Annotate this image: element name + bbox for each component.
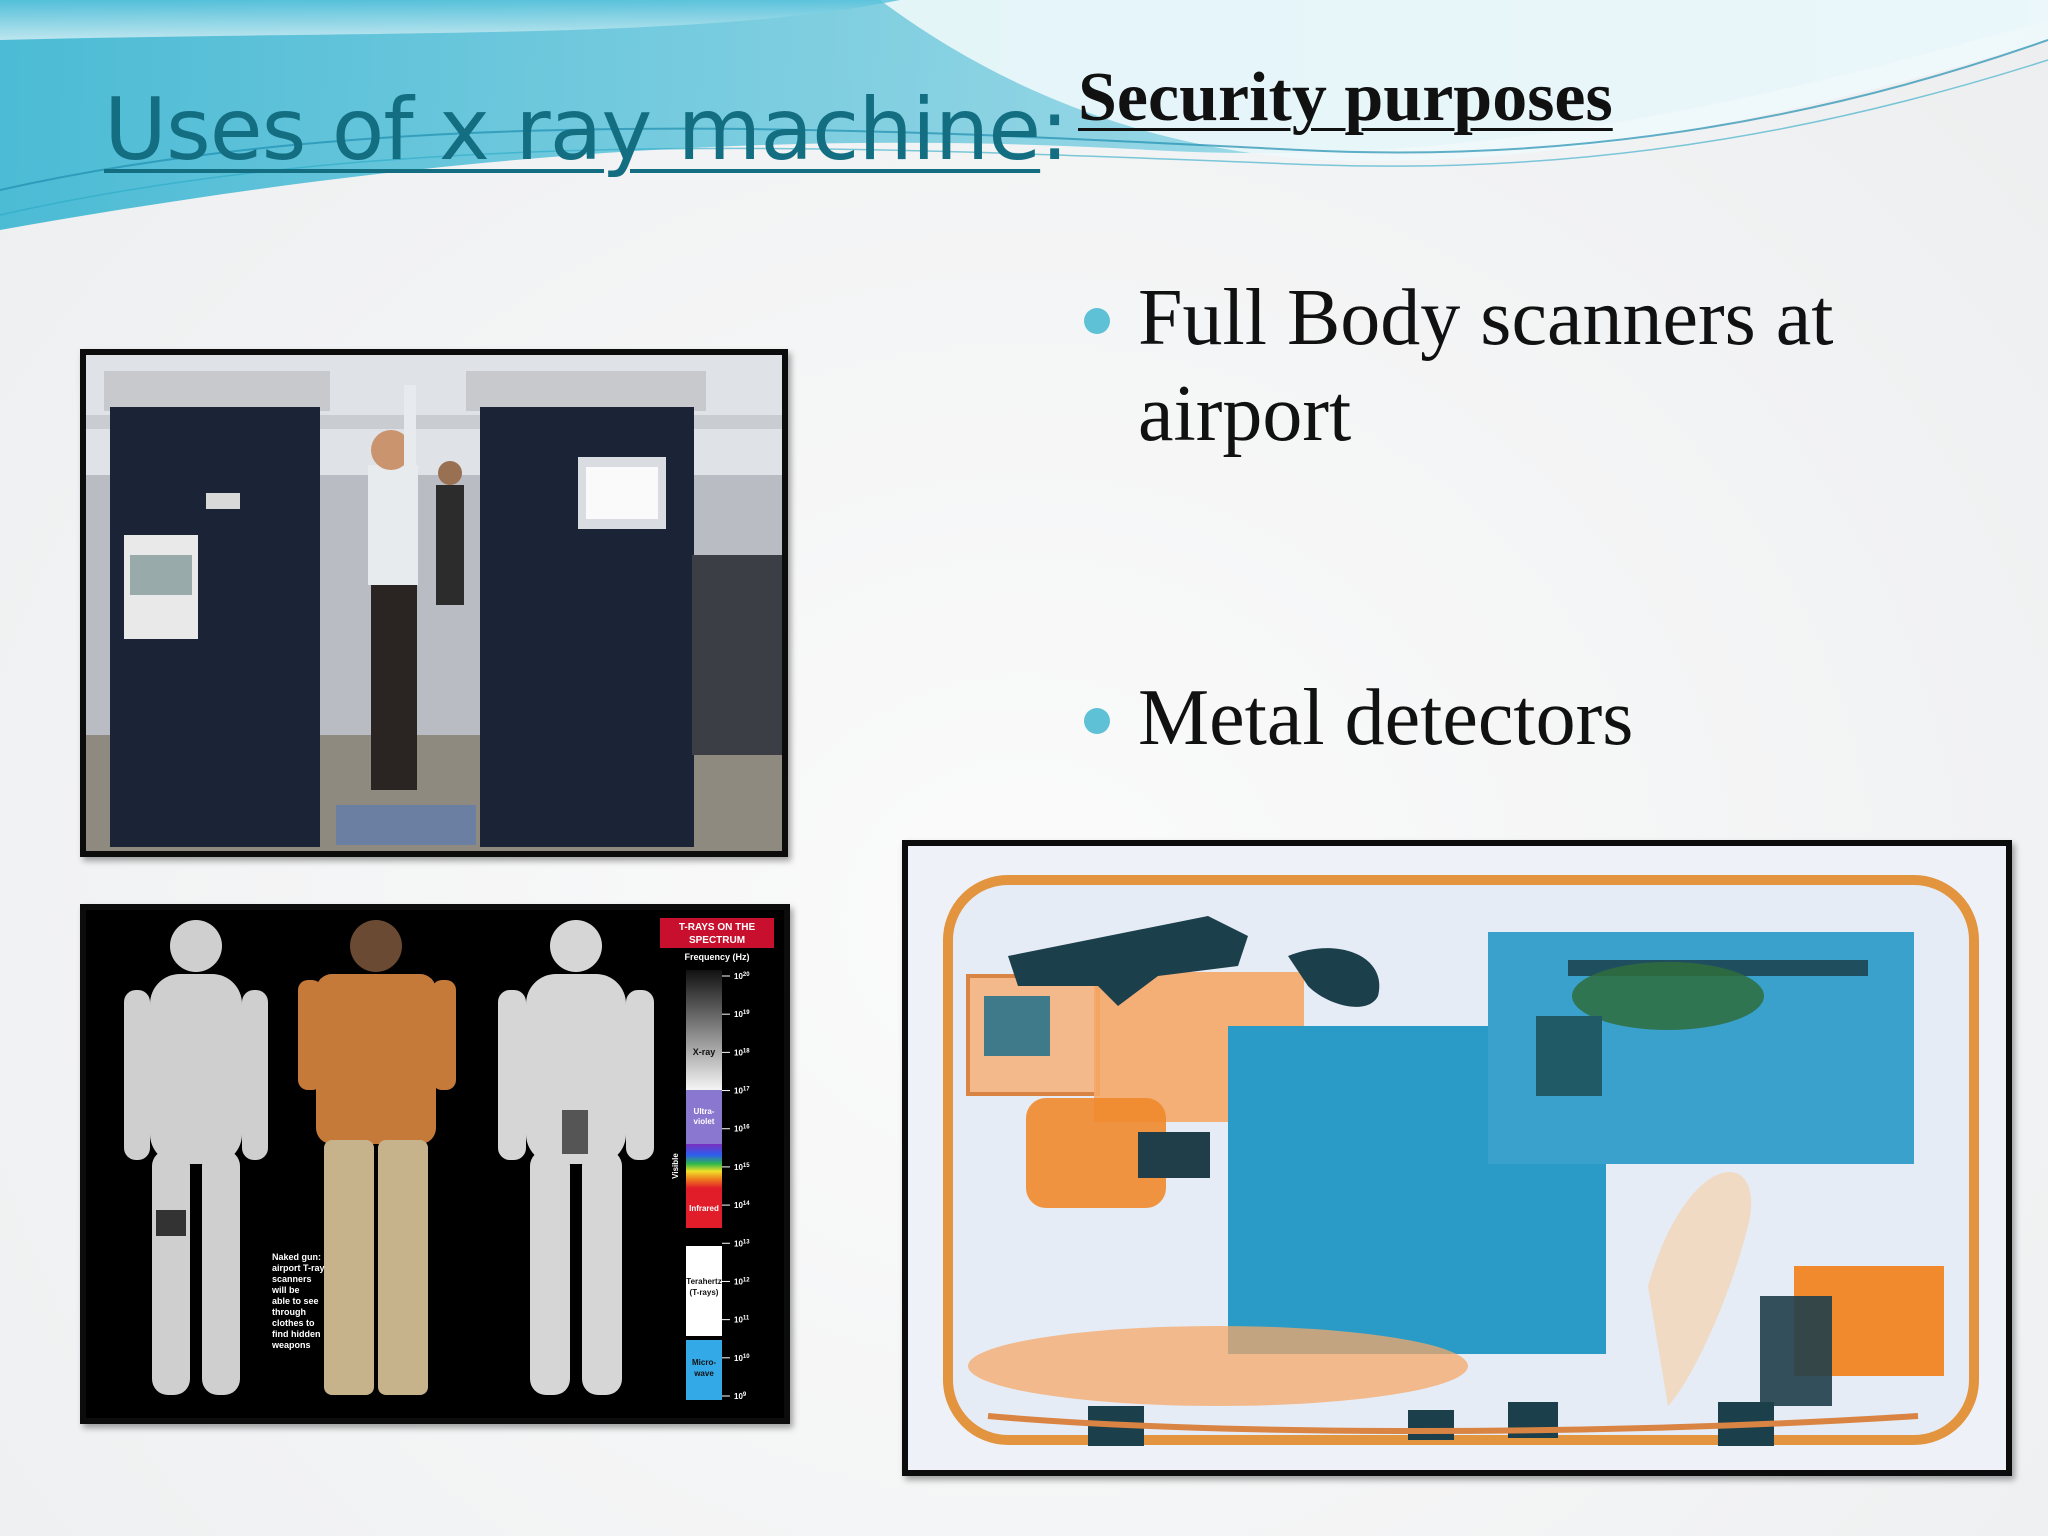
spectrum-tick-label: 1018 xyxy=(734,1048,750,1057)
band-label-ultraviolet-1: Ultra- xyxy=(694,1107,715,1116)
spectrum-tick-label: 1016 xyxy=(734,1125,750,1134)
bullet-text-line1: Metal detectors xyxy=(1138,674,1634,762)
spectrum-tick-label: 1015 xyxy=(734,1163,750,1172)
band-label-microwave-2: wave xyxy=(693,1369,714,1378)
spectrum-tick-label: 1020 xyxy=(734,972,750,981)
t-ray-spectrum-scan-image: T-RAYS ON THE SPECTRUM Frequency (Hz) X-… xyxy=(80,904,790,1424)
bullet-item-metal-detectors: Metal detectors xyxy=(1080,670,1980,766)
airport-body-scanner-photo xyxy=(80,349,788,857)
spectrum-tick-scale: 1020 1019 1018 1017 1016 1015 1014 1013 1012 1011… xyxy=(722,972,750,1401)
spectrum-caption: Naked gun: airport T-ray scanners will b… xyxy=(271,1252,325,1350)
band-label-xray: X-ray xyxy=(693,1047,716,1057)
header-wave-decoration xyxy=(0,0,2048,230)
luggage-xray-image xyxy=(902,840,2012,1476)
spectrum-header-line2: SPECTRUM xyxy=(689,935,745,946)
bullet-dot-icon xyxy=(1084,308,1110,334)
caption-line: through xyxy=(272,1307,306,1317)
caption-line: find hidden xyxy=(272,1329,321,1339)
caption-line: able to see xyxy=(272,1296,319,1306)
spectrum-tick-label: 109 xyxy=(734,1392,747,1401)
caption-line: clothes to xyxy=(272,1318,315,1328)
spectrum-tick-label: 1013 xyxy=(734,1239,750,1248)
caption-line: Naked gun: xyxy=(272,1252,321,1262)
band-label-terahertz: Terahertz xyxy=(686,1277,721,1286)
band-label-microwave-1: Micro- xyxy=(692,1358,716,1367)
bullet-text-line2: airport xyxy=(1138,370,1352,458)
spectrum-tick-label: 1011 xyxy=(734,1316,750,1325)
caption-line: scanners xyxy=(272,1274,312,1284)
slide-title-text: Uses of x ray machine xyxy=(104,80,1041,180)
spectrum-tick-label: 1017 xyxy=(734,1087,750,1096)
caption-line: will be xyxy=(271,1285,300,1295)
spectrum-tick-label: 1010 xyxy=(734,1354,750,1363)
band-label-infrared: Infrared xyxy=(689,1204,719,1213)
band-label-ultraviolet-2: violet xyxy=(694,1117,715,1126)
caption-line: weapons xyxy=(271,1340,311,1350)
bullet-item-full-body-scanners: Full Body scanners at airport xyxy=(1080,270,1980,462)
spectrum-tick-label: 1019 xyxy=(734,1010,750,1019)
spectrum-frequency-label: Frequency (Hz) xyxy=(684,952,749,962)
spectrum-tick-label: 1014 xyxy=(734,1201,750,1210)
spectrum-tick-label: 1012 xyxy=(734,1277,750,1286)
slide-title: Uses of x ray machine: xyxy=(104,80,1069,180)
caption-line: airport T-ray xyxy=(272,1263,325,1273)
bullet-text-line1: Full Body scanners at xyxy=(1138,274,1834,362)
slide-title-colon: : xyxy=(1040,80,1069,180)
slide-subtitle: Security purposes xyxy=(1078,59,1613,136)
spectrum-header-line1: T-RAYS ON THE xyxy=(679,922,756,933)
band-label-visible: Visible xyxy=(671,1153,680,1179)
bullet-dot-icon xyxy=(1084,708,1110,734)
band-label-trays: (T-rays) xyxy=(690,1288,719,1297)
